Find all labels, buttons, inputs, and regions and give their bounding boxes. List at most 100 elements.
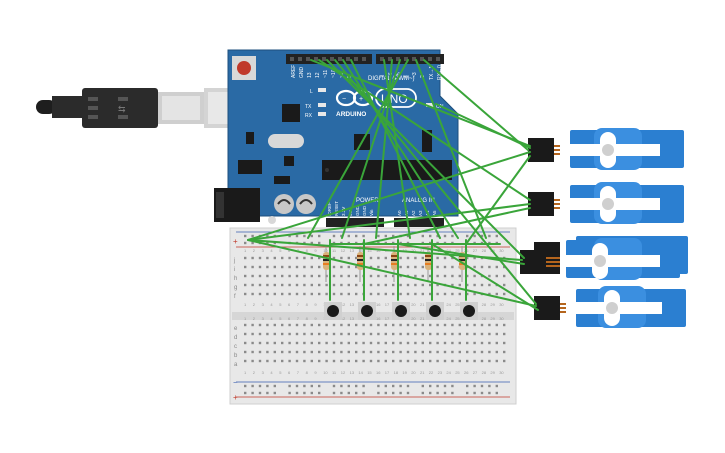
breadboard-hole[interactable] [466,391,469,395]
breadboard-hole[interactable] [303,341,306,345]
breadboard-hole[interactable] [429,283,432,287]
breadboard-hole[interactable] [362,384,365,388]
breadboard-hole[interactable] [495,292,498,296]
breadboard-hole[interactable] [503,283,506,287]
breadboard-hole[interactable] [458,292,461,296]
breadboard-hole[interactable] [347,256,350,260]
breadboard-hole[interactable] [480,341,484,345]
breadboard-hole[interactable] [369,350,373,354]
breadboard-hole[interactable] [473,274,476,278]
breadboard-hole[interactable] [340,359,343,363]
breadboard-hole[interactable] [436,283,439,287]
breadboard-hole[interactable] [503,265,506,269]
breadboard-hole[interactable] [421,292,424,296]
breadboard-hole[interactable] [429,292,432,296]
breadboard-hole[interactable] [414,265,417,269]
breadboard-hole[interactable] [443,323,447,327]
breadboard-hole[interactable] [488,323,491,327]
breadboard-hole[interactable] [488,350,491,354]
breadboard-hole[interactable] [436,265,439,269]
breadboard-hole[interactable] [347,292,350,296]
breadboard-hole[interactable] [258,256,262,260]
breadboard-hole[interactable] [273,241,276,245]
breadboard-hole[interactable] [421,384,424,388]
breadboard-hole[interactable] [355,274,358,278]
breadboard-hole[interactable] [310,384,313,388]
breadboard-hole[interactable] [369,265,373,269]
breadboard-hole[interactable] [251,359,254,363]
breadboard-hole[interactable] [266,234,269,238]
breadboard-hole[interactable] [347,384,350,388]
breadboard-hole[interactable] [251,256,254,260]
breadboard-hole[interactable] [466,384,469,388]
breadboard-hole[interactable] [244,359,247,363]
breadboard-hole[interactable] [266,256,269,260]
breadboard-hole[interactable] [273,265,276,269]
breadboard-hole[interactable] [451,341,454,345]
breadboard-hole[interactable] [281,256,284,260]
breadboard-hole[interactable] [451,256,454,260]
breadboard-hole[interactable] [347,341,350,345]
breadboard-hole[interactable] [384,292,387,296]
breadboard-hole[interactable] [266,391,269,395]
breadboard-hole[interactable] [466,283,469,287]
breadboard-hole[interactable] [503,350,506,354]
breadboard-hole[interactable] [340,332,343,336]
breadboard-hole[interactable] [406,359,410,363]
breadboard-hole[interactable] [273,384,276,388]
breadboard-hole[interactable] [251,332,254,336]
breadboard-hole[interactable] [495,341,498,345]
breadboard-hole[interactable] [488,292,491,296]
breadboard-hole[interactable] [480,350,484,354]
breadboard-hole[interactable] [473,256,476,260]
breadboard-hole[interactable] [399,359,402,363]
breadboard-hole[interactable] [273,391,276,395]
breadboard-hole[interactable] [480,384,484,388]
breadboard-hole[interactable] [399,265,402,269]
breadboard-hole[interactable] [473,323,476,327]
breadboard-hole[interactable] [377,323,380,327]
breadboard-hole[interactable] [355,283,358,287]
breadboard-hole[interactable] [258,391,262,395]
breadboard-hole[interactable] [266,241,269,245]
breadboard-hole[interactable] [340,283,343,287]
breadboard-hole[interactable] [451,384,454,388]
breadboard-hole[interactable] [466,256,469,260]
breadboard-hole[interactable] [392,332,395,336]
breadboard-hole[interactable] [332,256,336,260]
pushbutton-2[interactable] [358,302,376,320]
breadboard-hole[interactable] [451,234,454,238]
breadboard-hole[interactable] [369,283,373,287]
breadboard-hole[interactable] [310,359,313,363]
breadboard-hole[interactable] [318,323,321,327]
breadboard-hole[interactable] [281,323,284,327]
breadboard-hole[interactable] [451,274,454,278]
breadboard-hole[interactable] [288,332,291,336]
breadboard-hole[interactable] [443,332,447,336]
breadboard-hole[interactable] [443,265,447,269]
breadboard-hole[interactable] [429,350,432,354]
breadboard-hole[interactable] [266,359,269,363]
breadboard-hole[interactable] [303,332,306,336]
breadboard-hole[interactable] [392,292,395,296]
breadboard-hole[interactable] [488,384,491,388]
breadboard-hole[interactable] [303,234,306,238]
breadboard-hole[interactable] [377,274,380,278]
reset-button[interactable] [232,56,256,80]
breadboard-hole[interactable] [281,332,284,336]
breadboard-hole[interactable] [332,283,336,287]
breadboard-hole[interactable] [443,292,447,296]
breadboard-hole[interactable] [318,241,321,245]
breadboard-hole[interactable] [488,274,491,278]
breadboard-hole[interactable] [251,350,254,354]
breadboard-hole[interactable] [458,332,461,336]
breadboard-hole[interactable] [495,391,498,395]
resistor-1[interactable] [323,246,330,282]
breadboard-hole[interactable] [466,323,469,327]
breadboard-hole[interactable] [266,384,269,388]
breadboard-hole[interactable] [244,341,247,345]
breadboard-hole[interactable] [406,283,410,287]
breadboard-hole[interactable] [436,256,439,260]
breadboard-hole[interactable] [258,323,262,327]
breadboard-hole[interactable] [406,384,410,388]
